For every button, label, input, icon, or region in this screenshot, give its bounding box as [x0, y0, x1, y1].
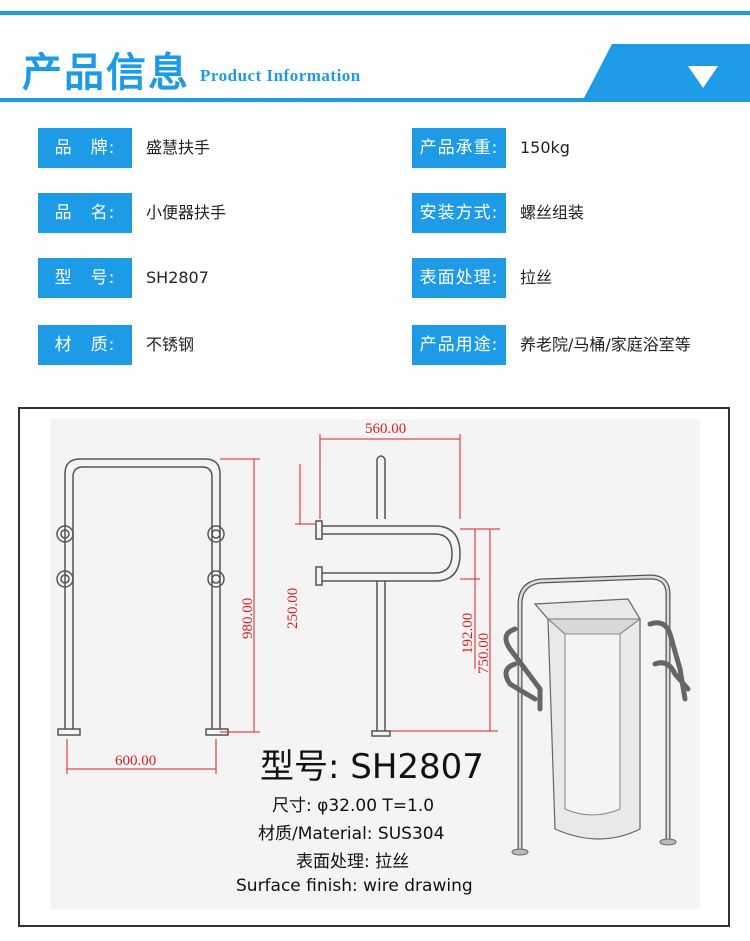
- spec-label-load: 产品承重:: [412, 128, 506, 168]
- spec-label-name: 品 名:: [38, 193, 132, 233]
- dim-side-750: 750.00: [476, 633, 492, 674]
- header-underline: [0, 98, 750, 102]
- spec-value-usage: 养老院/马桶/家庭浴室等: [520, 335, 691, 354]
- spec-size: 尺寸: φ32.00 T=1.0: [272, 796, 435, 816]
- section-title-cn: 产品信息: [22, 50, 190, 96]
- spec-value-material: 不锈钢: [146, 335, 195, 354]
- spec-value-brand: 盛慧扶手: [146, 138, 211, 157]
- spec-label-material: 材 质:: [38, 325, 132, 365]
- spec-value-load: 150kg: [520, 138, 570, 157]
- spec-surface-en: Surface finish: wire drawing: [236, 876, 473, 896]
- product-illustration: [503, 574, 691, 856]
- technical-drawing: 980.00 600.00 560.00 250.00 192.: [18, 407, 730, 927]
- dim-front-width: 600.00: [115, 753, 156, 769]
- spec-label-surface: 表面处理:: [412, 258, 506, 298]
- side-dimensions: [295, 434, 500, 732]
- drawing-svg: 980.00 600.00 560.00 250.00 192.: [50, 419, 700, 909]
- top-accent-line: [0, 11, 750, 15]
- section-title-en: Product Information: [200, 66, 361, 85]
- dim-side-250: 250.00: [285, 588, 301, 629]
- spec-label-model: 型 号:: [38, 258, 132, 298]
- spec-value-name: 小便器扶手: [146, 203, 227, 222]
- spec-value-install: 螺丝组装: [520, 203, 585, 222]
- dim-front-height: 980.00: [240, 598, 256, 639]
- header-badge: [584, 44, 750, 98]
- dim-side-top: 560.00: [365, 421, 406, 437]
- chevron-down-icon[interactable]: [688, 66, 718, 88]
- side-view: [315, 455, 461, 737]
- spec-label-brand: 品 牌:: [38, 128, 132, 168]
- spec-value-surface: 拉丝: [520, 268, 553, 287]
- dim-side-192: 192.00: [460, 613, 476, 654]
- spec-material: 材质/Material: SUS304: [258, 824, 445, 844]
- spec-label-install: 安装方式:: [412, 193, 506, 233]
- spec-surface: 表面处理: 拉丝: [296, 852, 410, 872]
- front-view: [56, 458, 229, 736]
- front-dimensions: [66, 458, 260, 774]
- spec-value-model: SH2807: [146, 268, 209, 287]
- spec-label-usage: 产品用途:: [412, 325, 506, 365]
- model-number: 型号: SH2807: [260, 747, 484, 787]
- section-header: 产品信息 Product Information: [0, 40, 750, 104]
